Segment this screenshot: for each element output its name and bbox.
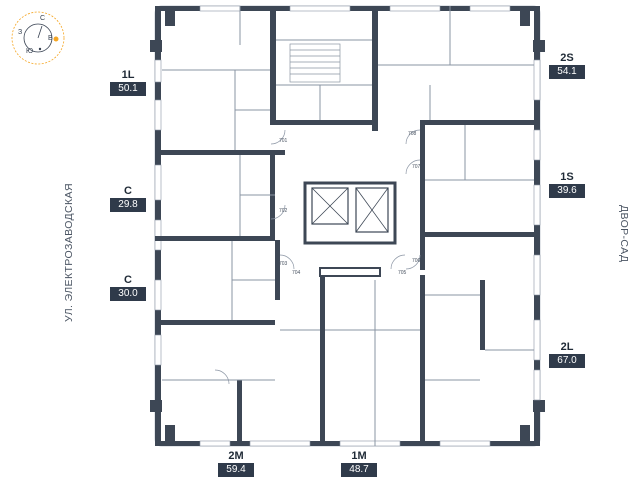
apartment-label[interactable]: 2M 59.4 [218,449,254,477]
apartment-area: 50.1 [110,82,146,96]
door-number: 701 [279,138,288,144]
apartment-type: 2S [560,52,574,64]
door-number: 708 [408,131,417,137]
apartment-type: C [124,185,132,197]
street-label-left: УЛ. ЭЛЕКТРОЗАВОДСКАЯ [63,183,75,322]
door-number: 705 [398,270,407,276]
staircase [289,43,341,83]
apartment-area: 30.0 [110,287,146,301]
compass-west: З [18,29,23,36]
door-number: 703 [279,261,288,267]
apartment-area: 48.7 [341,463,377,477]
apartment-area: 67.0 [549,354,585,368]
compass-east: В [48,35,53,42]
compass-north: С [40,15,46,22]
apartment-label[interactable]: C 29.8 [110,184,146,212]
apartment-type: 1L [121,69,135,81]
elevator-core [303,181,397,277]
street-label-right: ДВОР-САД [618,205,630,263]
door-swings [214,129,421,385]
apartment-type: C [124,274,132,286]
apartment-type: 1M [351,450,367,462]
apartment-area: 54.1 [549,65,585,79]
sun-icon [53,36,59,42]
apartment-label[interactable]: 1M 48.7 [341,449,377,477]
partitions [162,6,534,446]
door-number: 706 [412,258,421,264]
apartment-type: 2L [560,341,574,353]
apartment-area: 39.6 [549,184,585,198]
apartment-label[interactable]: 2S 54.1 [549,51,585,79]
apartment-label[interactable]: C 30.0 [110,273,146,301]
apartment-area: 29.8 [110,198,146,212]
interior-walls [155,6,540,446]
apartment-label[interactable]: 1L 50.1 [110,68,146,96]
windows [154,5,541,447]
apartment-type: 1S [560,171,574,183]
door-number: 704 [292,270,301,276]
door-number: 702 [279,208,288,214]
apartment-area: 59.4 [218,463,254,477]
door-number: 707 [412,164,421,170]
compass: С З В Ю [0,0,75,70]
apartment-label[interactable]: 1S 39.6 [549,170,585,198]
compass-south: Ю [26,48,34,55]
apartment-label[interactable]: 2L 67.0 [549,340,585,368]
apartment-type: 2M [228,450,244,462]
compass-icon [11,11,65,65]
